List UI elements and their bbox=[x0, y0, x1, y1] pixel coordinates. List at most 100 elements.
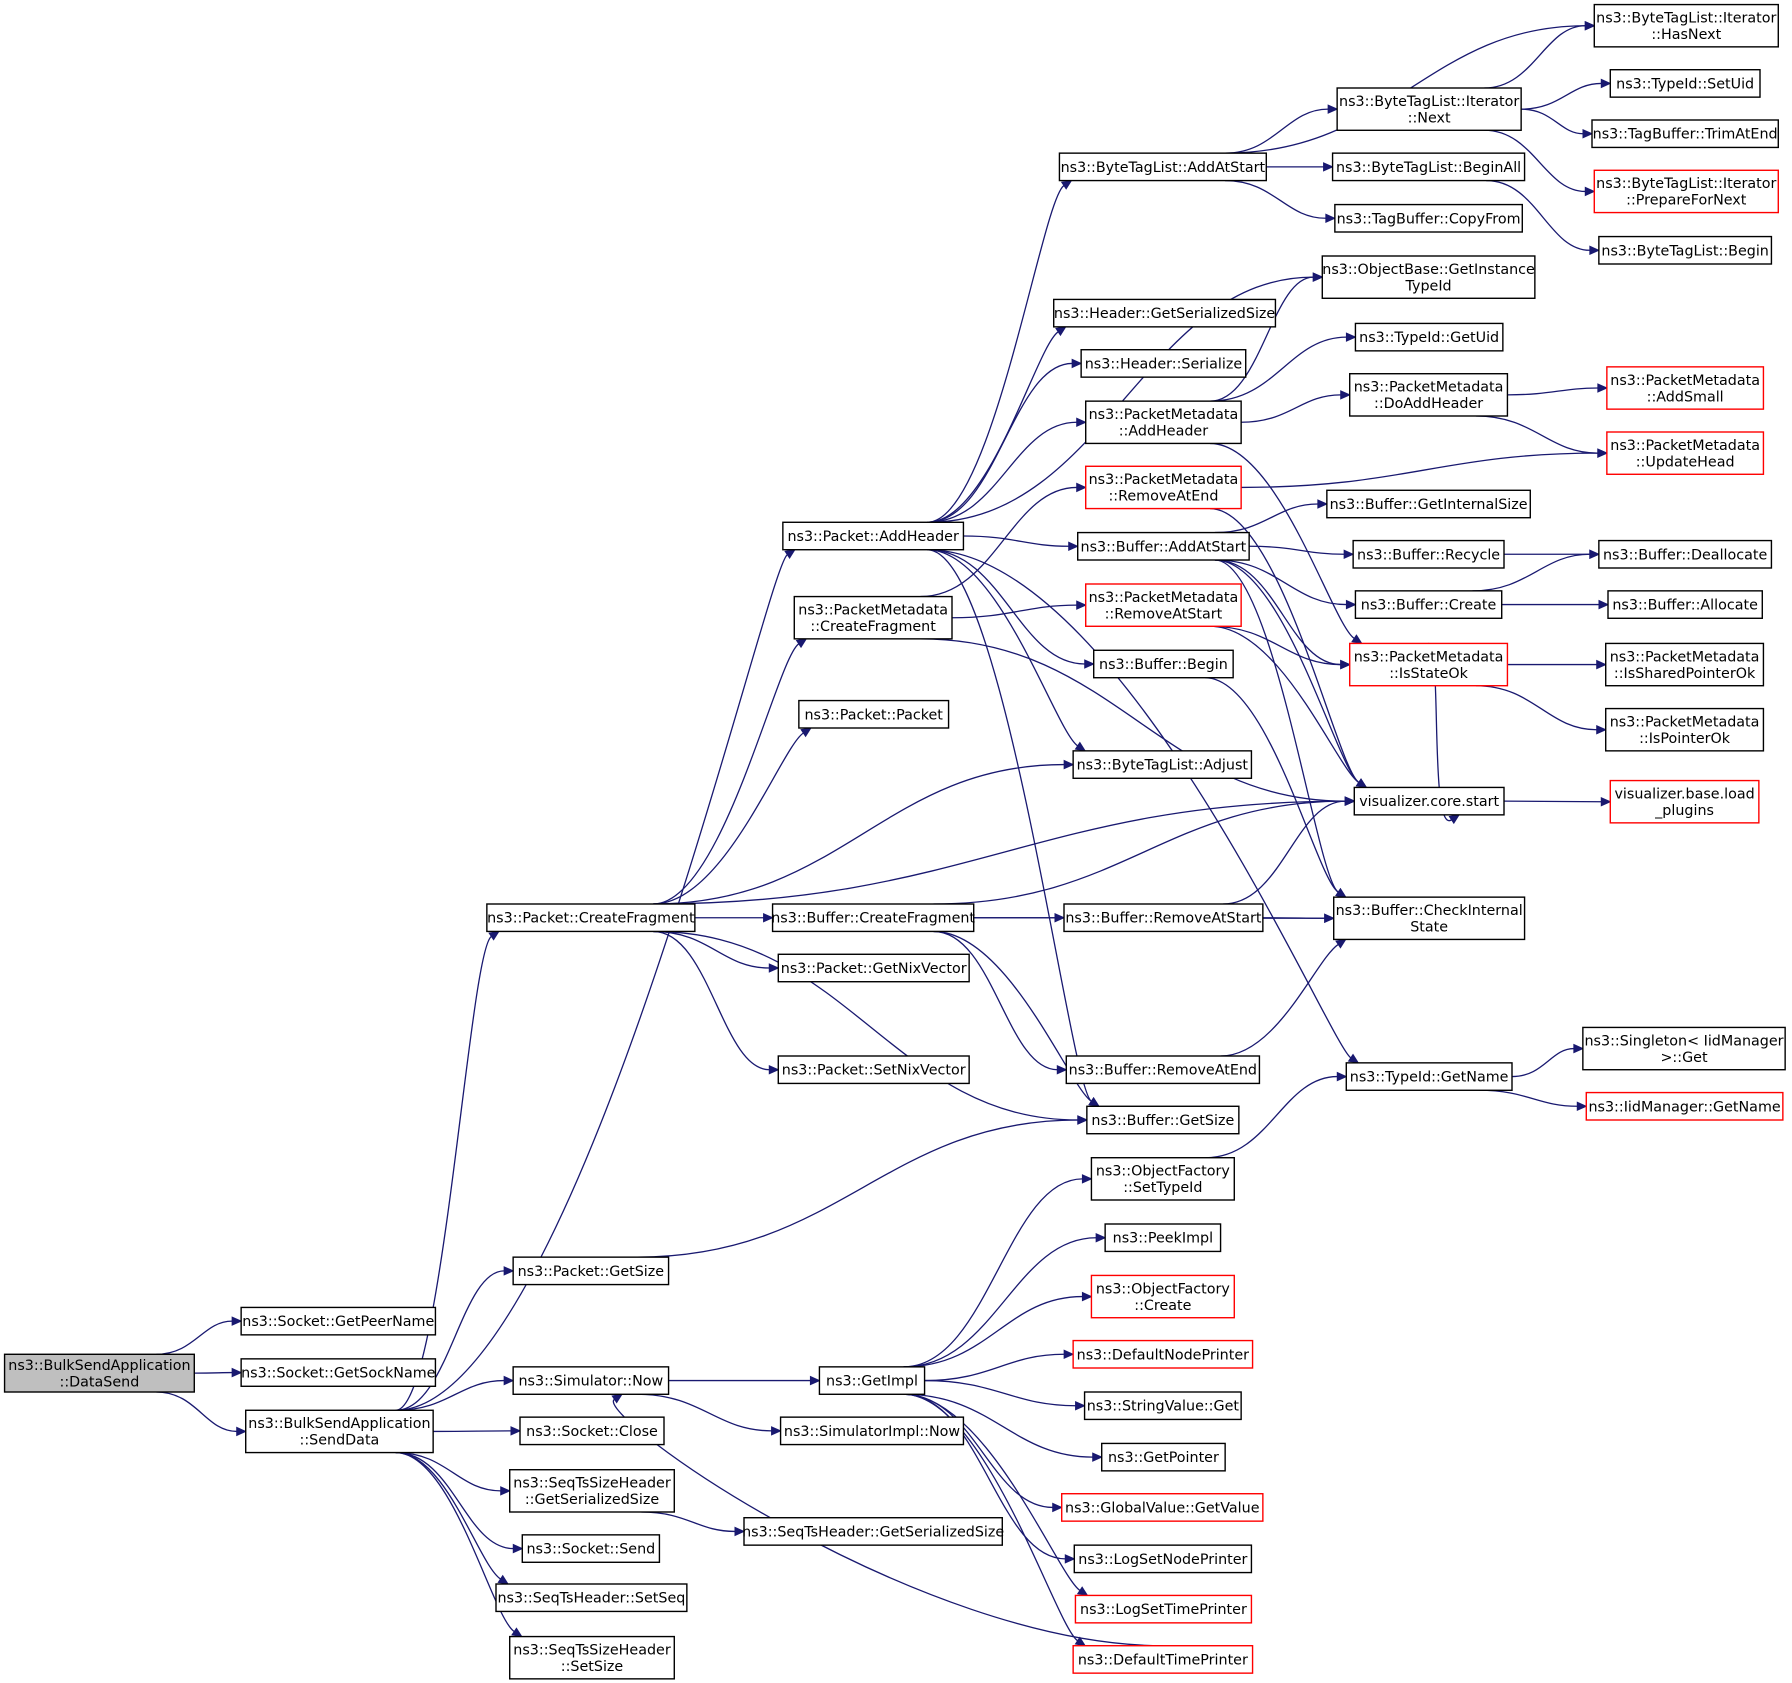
node-bufremoveatstart[interactable]: ns3::Buffer::RemoveAtStart bbox=[1063, 903, 1264, 933]
node-bufcreate[interactable]: ns3::Buffer::Create bbox=[1354, 590, 1503, 619]
node-box bbox=[512, 1366, 670, 1395]
node-bufrecycle[interactable]: ns3::Buffer::Recycle bbox=[1352, 539, 1505, 569]
node-bufallocate[interactable]: ns3::Buffer::Allocate bbox=[1607, 590, 1763, 619]
node-addheader[interactable]: ns3::Packet::AddHeader bbox=[782, 521, 965, 551]
node-socksend[interactable]: ns3::Socket::Send bbox=[521, 1534, 661, 1563]
node-singletonget[interactable]: ns3::Singleton< IidManager>::Get bbox=[1582, 1026, 1786, 1071]
node-box bbox=[1605, 642, 1765, 687]
node-bufcreatefragment[interactable]: ns3::Buffer::CreateFragment bbox=[771, 903, 975, 933]
node-vizcorestart[interactable]: visualizer.core.start bbox=[1353, 786, 1505, 816]
node-hdrgss[interactable]: ns3::Header::GetSerializedSize bbox=[1053, 298, 1277, 328]
node-bufdeallocate[interactable]: ns3::Buffer::Deallocate bbox=[1598, 539, 1773, 569]
arrowhead bbox=[1081, 1291, 1093, 1302]
node-getnixvector[interactable]: ns3::Packet::GetNixVector bbox=[777, 953, 970, 983]
edge-line bbox=[1220, 943, 1339, 1057]
node-pmaddheader[interactable]: ns3::PacketMetadata::AddHeader bbox=[1085, 400, 1242, 445]
edge-line bbox=[1507, 387, 1598, 396]
node-pktgetsize[interactable]: ns3::Packet::GetSize bbox=[512, 1256, 670, 1286]
node-typeidgetuid[interactable]: ns3::TypeId::GetUid bbox=[1354, 322, 1504, 352]
node-pmcreatefragment[interactable]: ns3::PacketMetadata::CreateFragment bbox=[793, 595, 953, 640]
node-box bbox=[240, 1306, 437, 1336]
node-label-line: ::AddHeader bbox=[1119, 424, 1208, 440]
edge-bufbegin-to-bufcheckinternalstate bbox=[1205, 677, 1347, 898]
node-senddata[interactable]: ns3::BulkSendApplication::SendData bbox=[245, 1409, 434, 1454]
node-tbcopyfrom[interactable]: ns3::TagBuffer::CopyFrom bbox=[1334, 203, 1523, 233]
node-setseq[interactable]: ns3::SeqTsHeader::SetSeq bbox=[495, 1583, 688, 1613]
node-box bbox=[240, 1358, 437, 1387]
node-btladjust[interactable]: ns3::ByteTagList::Adjust bbox=[1072, 750, 1253, 779]
edge-line bbox=[1484, 129, 1586, 193]
edge-pmaddheader-to-pmisstateok bbox=[1210, 442, 1363, 645]
edge-senddata-to-sockclose bbox=[433, 1426, 522, 1436]
node-vizbaseloadplugins[interactable]: visualizer.base.load_plugins bbox=[1609, 779, 1760, 824]
node-box bbox=[1065, 1055, 1261, 1085]
edge-addheader-to-bufgetsize bbox=[927, 549, 1100, 1107]
node-ofcreate[interactable]: ns3::ObjectFactory::Create bbox=[1090, 1274, 1235, 1319]
node-pmupdatehead[interactable]: ns3::PacketMetadata::UpdateHead bbox=[1606, 431, 1765, 475]
arrowhead bbox=[1092, 1452, 1103, 1462]
node-iidgetname[interactable]: ns3::IidManager::GetName bbox=[1585, 1091, 1784, 1121]
node-peekimpl[interactable]: ns3::PeekImpl bbox=[1104, 1223, 1222, 1253]
node-seqtsgss[interactable]: ns3::SeqTsHeader::GetSerializedSize bbox=[742, 1517, 1004, 1546]
node-btlbegin[interactable]: ns3::ByteTagList::Begin bbox=[1598, 235, 1773, 265]
edge-line bbox=[395, 1451, 501, 1580]
node-pmisstateok[interactable]: ns3::PacketMetadata::IsStateOk bbox=[1349, 642, 1509, 687]
node-createfragment[interactable]: ns3::Packet::CreateFragment bbox=[486, 903, 696, 933]
node-box bbox=[1598, 539, 1773, 569]
node-tbtrimatend[interactable]: ns3::TagBuffer::TrimAtEnd bbox=[1591, 119, 1779, 149]
node-box bbox=[1074, 1594, 1253, 1624]
node-logsetnodeprinter[interactable]: ns3::LogSetNodePrinter bbox=[1073, 1544, 1253, 1574]
node-defaultnodeprinter[interactable]: ns3::DefaultNodePrinter bbox=[1072, 1339, 1254, 1369]
node-pmissharedpointerok[interactable]: ns3::PacketMetadata::IsSharedPointerOk bbox=[1605, 642, 1765, 687]
node-getimpl[interactable]: ns3::GetImpl bbox=[818, 1366, 926, 1395]
edge-line bbox=[903, 1295, 1083, 1368]
node-setsize[interactable]: ns3::SeqTsSizeHeader::SetSize bbox=[509, 1635, 675, 1680]
node-root[interactable]: ns3::BulkSendApplication::DataSend bbox=[3, 1353, 195, 1393]
node-getpeername[interactable]: ns3::Socket::GetPeerName bbox=[240, 1306, 437, 1336]
node-pmdoaddheader[interactable]: ns3::PacketMetadata::DoAddHeader bbox=[1349, 373, 1509, 417]
node-btladdatstart[interactable]: ns3::ByteTagList::AddAtStart bbox=[1058, 152, 1267, 182]
edge-line bbox=[1210, 507, 1360, 783]
arrowhead bbox=[1324, 913, 1335, 924]
node-label-line: ns3::TagBuffer::TrimAtEnd bbox=[1593, 127, 1778, 143]
node-box bbox=[1053, 298, 1277, 328]
node-sockclose[interactable]: ns3::Socket::Close bbox=[519, 1416, 665, 1446]
edge-line bbox=[395, 1451, 515, 1633]
node-logsettimeprinter[interactable]: ns3::LogSetTimePrinter bbox=[1074, 1594, 1253, 1624]
node-box bbox=[1345, 1062, 1513, 1091]
node-hdrserialize[interactable]: ns3::Header::Serialize bbox=[1080, 349, 1247, 378]
node-btlbeginall[interactable]: ns3::ByteTagList::BeginAll bbox=[1331, 152, 1526, 182]
node-itprepare[interactable]: ns3::ByteTagList::Iterator::PrepareForNe… bbox=[1593, 169, 1779, 214]
node-ofsettypeid[interactable]: ns3::ObjectFactory::SetTypeId bbox=[1090, 1157, 1235, 1201]
node-box bbox=[1354, 322, 1504, 352]
node-getsockname[interactable]: ns3::Socket::GetSockName bbox=[240, 1358, 437, 1387]
node-label-line: ns3::PacketMetadata bbox=[1610, 373, 1760, 389]
node-pmispointerok[interactable]: ns3::PacketMetadata::IsPointerOk bbox=[1605, 707, 1765, 752]
node-setnixvector[interactable]: ns3::Packet::SetNixVector bbox=[777, 1055, 970, 1085]
node-simnow[interactable]: ns3::Simulator::Now bbox=[512, 1366, 670, 1395]
node-pmaddsmall[interactable]: ns3::PacketMetadata::AddSmall bbox=[1606, 366, 1765, 410]
node-seqtssizegss[interactable]: ns3::SeqTsSizeHeader::GetSerializedSize bbox=[509, 1469, 675, 1513]
node-getpointer[interactable]: ns3::GetPointer bbox=[1101, 1442, 1226, 1472]
node-defaulttimeprinter[interactable]: ns3::DefaultTimePrinter bbox=[1072, 1645, 1254, 1674]
node-label-line: ns3::TypeId::GetName bbox=[1350, 1070, 1509, 1086]
node-ithasnext[interactable]: ns3::ByteTagList::Iterator::HasNext bbox=[1593, 3, 1779, 48]
node-typeidgetname[interactable]: ns3::TypeId::GetName bbox=[1345, 1062, 1513, 1091]
node-bufremoveatend[interactable]: ns3::Buffer::RemoveAtEnd bbox=[1065, 1055, 1261, 1085]
node-pmremoveatstart[interactable]: ns3::PacketMetadata::RemoveAtStart bbox=[1085, 583, 1242, 627]
node-globalvalueget[interactable]: ns3::GlobalValue::GetValue bbox=[1061, 1493, 1264, 1522]
node-box bbox=[1093, 649, 1234, 679]
node-bufgetinternalsize[interactable]: ns3::Buffer::GetInternalSize bbox=[1326, 489, 1531, 519]
node-bufaddatstart[interactable]: ns3::Buffer::AddAtStart bbox=[1077, 531, 1250, 561]
node-bufgetsize[interactable]: ns3::Buffer::GetSize bbox=[1086, 1105, 1240, 1135]
node-pktpacket[interactable]: ns3::Packet::Packet bbox=[798, 699, 950, 729]
node-itnext[interactable]: ns3::ByteTagList::Iterator::Next bbox=[1336, 87, 1522, 131]
node-typeidsetuid[interactable]: ns3::TypeId::SetUid bbox=[1609, 69, 1761, 98]
node-simimplnow[interactable]: ns3::SimulatorImpl::Now bbox=[779, 1416, 965, 1446]
node-bufbegin[interactable]: ns3::Buffer::Begin bbox=[1093, 649, 1234, 679]
node-stringvalueget[interactable]: ns3::StringValue::Get bbox=[1083, 1391, 1242, 1421]
node-pmremoveatend[interactable]: ns3::PacketMetadata::RemoveAtEnd bbox=[1085, 465, 1242, 510]
arrowhead bbox=[734, 1526, 746, 1537]
